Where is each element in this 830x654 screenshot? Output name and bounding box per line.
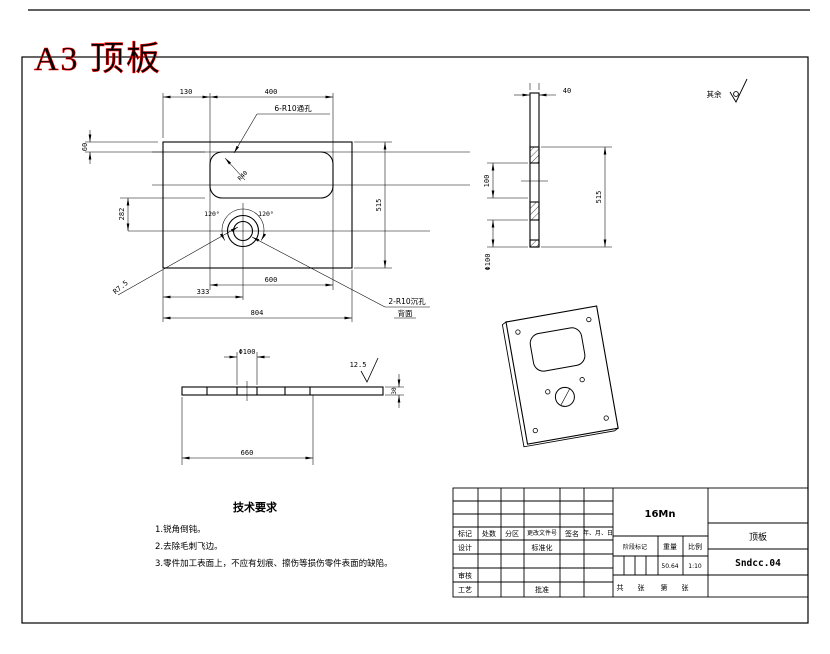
sheet-page-label: 第: [661, 583, 668, 592]
label-corner-radius: R40: [237, 169, 250, 182]
surface-note-label: 其余: [707, 89, 722, 99]
front-view-dimensions: [181, 352, 404, 465]
sheet-total-unit: 张: [638, 583, 645, 592]
dim-804: 804: [251, 309, 264, 317]
iso-small-holes: [515, 316, 609, 434]
label-angle-left: 120°: [204, 210, 220, 218]
side-view-texts: 40 515 100 Φ100: [483, 87, 603, 270]
col-count: 处数: [482, 529, 496, 538]
row-standardization: 标准化: [532, 543, 553, 552]
front-view-texts: Φ100 12.5 30 660: [239, 348, 398, 457]
side-view: 40 515 100 Φ100: [483, 83, 612, 270]
iso-view: [501, 305, 619, 448]
sheet-page-unit: 张: [682, 583, 689, 592]
dim-400: 400: [265, 88, 278, 96]
roughness-value: 12.5: [350, 361, 367, 369]
drawing-number: Sndcc.04: [735, 558, 781, 569]
tech-requirements: 技术要求 1.锐角倒钝。 2.去除毛刺飞边。 3.零件加工表面上，不应有划痕、擦…: [155, 500, 393, 569]
dim-333: 333: [197, 288, 210, 296]
tech-req-item-2: 2.去除毛刺飞边。: [155, 541, 223, 552]
scale-label: 比例: [688, 542, 702, 551]
dim-130: 130: [180, 88, 193, 96]
plan-view-centerlines: [128, 93, 470, 300]
dim-40: 40: [563, 87, 571, 95]
dim-600: 600: [265, 276, 278, 284]
plan-view-texts: 130 400 60 282 515 600 333 804 6-R10通孔 R…: [81, 88, 426, 318]
row-check: 审核: [458, 571, 472, 580]
plan-view: 130 400 60 282 515 600 333 804 6-R10通孔 R…: [81, 88, 470, 322]
sheet-stamp: A3 顶板: [34, 40, 162, 78]
col-change-doc: 更改文件号: [527, 529, 557, 537]
dim-100: 100: [483, 175, 491, 188]
title-block-texts: 标记 处数 分区 更改文件号 签名 年、月、日 设计 标准化 审核 工艺 批准 …: [458, 509, 781, 594]
dim-30: 30: [391, 387, 398, 395]
title-block: 标记 处数 分区 更改文件号 签名 年、月、日 设计 标准化 审核 工艺 批准 …: [452, 487, 809, 598]
side-view-outline: [529, 92, 540, 248]
dim-phi100-front: Φ100: [239, 348, 256, 356]
title-block-grid: [452, 487, 809, 598]
weight-value: 50.64: [661, 563, 678, 570]
drawing-frame: [21, 9, 810, 624]
tech-req-title: 技术要求: [233, 500, 278, 514]
surface-note: 其余: [707, 78, 748, 103]
col-zone: 分区: [505, 529, 519, 538]
dim-282: 282: [118, 208, 126, 221]
col-date: 年、月、日: [583, 529, 613, 537]
stage-label: 阶段标记: [623, 543, 647, 551]
roughness-check-icon: [729, 78, 748, 103]
front-view: Φ100 12.5 30 660: [181, 348, 404, 465]
label-csk-1: 2-R10沉孔: [388, 297, 426, 306]
dim-60: 60: [81, 143, 89, 151]
tech-req-item-3: 3.零件加工表面上，不应有划痕、擦伤等损伤零件表面的缺陷。: [155, 558, 393, 569]
material: 16Mn: [645, 509, 676, 520]
side-view-dimensions: [487, 83, 612, 248]
dim-phi100-side: Φ100: [484, 254, 492, 271]
part-name: 顶板: [749, 531, 767, 543]
row-approve: 批准: [535, 585, 549, 594]
dim-515: 515: [375, 199, 383, 212]
col-mark: 标记: [458, 529, 472, 538]
tech-req-item-1: 1.锐角倒钝。: [155, 524, 206, 535]
sheet-total-label: 共: [617, 583, 624, 592]
scale-value: 1:10: [688, 563, 702, 570]
col-signature: 签名: [565, 529, 579, 538]
front-view-outline: [181, 386, 384, 396]
label-csk-2: 背面: [398, 308, 413, 318]
dim-660: 660: [241, 449, 254, 457]
weight-label: 重量: [663, 543, 677, 551]
row-process: 工艺: [458, 586, 472, 594]
label-holes: 6-R10通孔: [274, 103, 312, 113]
row-design: 设计: [458, 543, 472, 552]
label-angle-right: 120°: [258, 210, 274, 218]
plan-view-outline: [162, 141, 353, 269]
dim-515-side: 515: [595, 191, 603, 204]
